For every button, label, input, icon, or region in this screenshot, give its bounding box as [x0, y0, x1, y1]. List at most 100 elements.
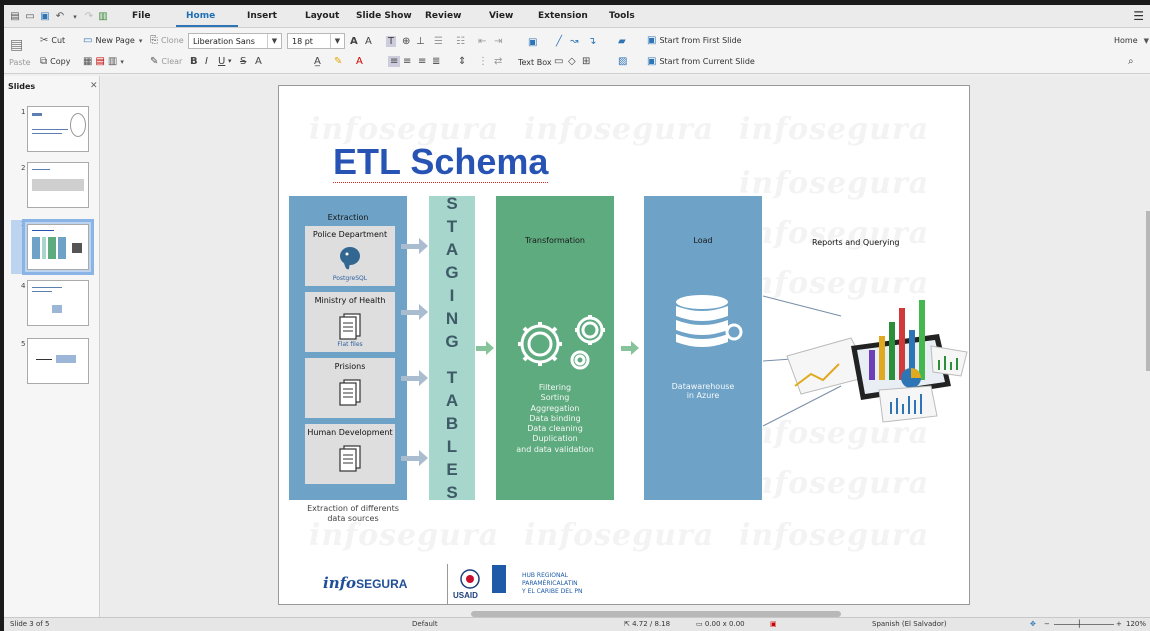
undo-dropdown-icon[interactable]: ▾ [73, 12, 77, 21]
horizontal-scrollbar[interactable] [471, 611, 841, 617]
align-right-icon[interactable]: ≡ [418, 56, 427, 67]
font-size-select[interactable]: 18 pt▼ [287, 33, 345, 49]
menu-layout[interactable]: Layout [305, 11, 340, 21]
clone-button[interactable]: ⎘Clone [150, 35, 184, 46]
arrange-icon[interactable]: ⊞ [582, 56, 591, 67]
find-icon[interactable]: ⌕ [1128, 56, 1134, 67]
slide-thumbnail-3[interactable] [22, 219, 94, 275]
menu-review[interactable]: Review [425, 11, 462, 21]
numbering-icon[interactable]: ☷ [456, 36, 465, 47]
menu-slide-show[interactable]: Slide Show [356, 11, 412, 21]
app-menu-icon[interactable]: ▤ [10, 11, 20, 22]
strikethrough-icon[interactable]: S [240, 56, 247, 67]
zoom-slider[interactable] [1054, 624, 1114, 625]
shrink-font-icon[interactable]: A [365, 36, 372, 47]
source-sub: Flat files [337, 341, 363, 348]
extraction-title: Extraction [327, 213, 369, 222]
slide-thumbnail-2[interactable] [27, 162, 89, 208]
grow-font-icon[interactable]: A [350, 36, 358, 47]
columns-icon[interactable]: ⋮ [478, 56, 488, 67]
hamburger-menu-icon[interactable]: ☰ [1133, 9, 1144, 23]
menu-extension[interactable]: Extension [538, 11, 588, 21]
source-human-development[interactable]: Human Development [305, 424, 395, 484]
extraction-column[interactable]: Extraction Police Department PostgreSQL … [289, 196, 407, 500]
fit-page-icon[interactable]: ✥ [1030, 620, 1036, 628]
load-column[interactable]: Load Datawarehouse in Azure [644, 196, 762, 500]
slide-thumbnail-4[interactable] [27, 280, 89, 326]
vertical-scrollbar[interactable] [1146, 211, 1150, 371]
chevron-down-icon[interactable]: ▾ [228, 57, 232, 65]
line-icon[interactable]: ╱ [556, 36, 563, 47]
zoom-level[interactable]: 120% [1126, 620, 1147, 628]
text-box-large-icon[interactable]: ▣ [528, 37, 538, 48]
start-from-current-slide-button[interactable]: ▣Start from Current Slide [647, 56, 755, 67]
italic-icon[interactable]: I [205, 56, 208, 67]
undo-icon[interactable]: ↶ [55, 11, 65, 22]
highlight-icon[interactable]: ✎ [334, 56, 343, 67]
connector-icon[interactable]: ↴ [588, 36, 597, 47]
paste-button[interactable]: Paste [9, 58, 31, 67]
zoom-out-icon[interactable]: − [1044, 620, 1050, 628]
indent-icon[interactable]: ⇥ [494, 36, 503, 47]
menu-home[interactable]: Home [186, 11, 216, 21]
record-icon[interactable]: ▣ [770, 620, 777, 628]
cut-button[interactable]: ✂Cut [40, 35, 65, 46]
outdent-icon[interactable]: ⇤ [478, 36, 487, 47]
open-folder-icon[interactable]: ▭ [25, 11, 35, 22]
font-color-icon[interactable]: A [356, 56, 363, 67]
clone-label: Clone [161, 36, 184, 45]
transformation-column[interactable]: Transformation [496, 196, 614, 500]
line-spacing-icon[interactable]: ⇕ [458, 56, 467, 67]
text-box-button[interactable]: Text Box [518, 58, 552, 67]
redo-icon[interactable]: ↷ [84, 11, 94, 22]
start-from-first-slide-button[interactable]: ▣Start from First Slide [647, 35, 742, 46]
bold-icon[interactable]: B [190, 56, 198, 67]
justify-icon[interactable]: ≣ [432, 56, 441, 67]
source-label: Prisions [334, 362, 366, 371]
source-police-department[interactable]: Police Department PostgreSQL [305, 226, 395, 286]
curve-icon[interactable]: ↝ [570, 36, 579, 47]
slide-title[interactable]: ETL Schema [333, 141, 549, 183]
text-align-middle-icon[interactable]: ⊕ [402, 36, 411, 47]
customize-icon[interactable]: ▥ [98, 11, 108, 22]
close-icon[interactable]: ✕ [90, 81, 98, 91]
save-icon[interactable]: ▣ [40, 11, 50, 22]
copy-button[interactable]: ⧉Copy [40, 56, 70, 67]
paste-icon[interactable]: ▤ [10, 37, 24, 53]
menu-file[interactable]: File [132, 11, 151, 21]
align-center-icon[interactable]: ≡ [403, 56, 412, 67]
font-effects-icon[interactable]: A̲ [314, 56, 321, 67]
layout-tools[interactable]: ▦▤▥▾ [83, 56, 127, 67]
source-ministry-of-health[interactable]: Ministry of Health Flat files [305, 292, 395, 352]
text-align-bottom-icon[interactable]: ⊥ [416, 36, 425, 47]
staging-tables-column[interactable]: S T A G I N G T A B L E S [429, 194, 475, 502]
text-shadow-icon[interactable]: A [255, 56, 262, 67]
slide-thumbnail-5[interactable] [27, 338, 89, 384]
zoom-in-icon[interactable]: + [1116, 620, 1122, 628]
home-dropdown[interactable]: Home▼ [1114, 36, 1150, 45]
text-align-top-icon[interactable]: T [386, 36, 397, 47]
transformation-step: Sorting [540, 393, 570, 403]
picture-icon[interactable]: ▨ [618, 56, 628, 67]
fill-color-icon[interactable]: ▰ [618, 36, 626, 47]
menu-insert[interactable]: Insert [247, 11, 277, 21]
clear-button[interactable]: ✎Clear [150, 56, 182, 67]
slide-3[interactable]: infosegura infosegura infosegura infoseg… [278, 85, 970, 605]
bullets-icon[interactable]: ☰ [434, 36, 443, 47]
usaid-seal-icon [460, 569, 480, 589]
new-page-button[interactable]: ▭New Page▾ [83, 35, 145, 46]
align-left-icon[interactable]: ≡ [388, 56, 401, 67]
slide-thumbnail-1[interactable] [27, 106, 89, 152]
rectangle-shape-icon[interactable]: ▭ [554, 56, 564, 67]
diamond-shape-icon[interactable]: ◇ [568, 56, 576, 67]
zoom-slider-handle[interactable]: ▏ [1079, 620, 1085, 628]
language[interactable]: Spanish (El Salvador) [872, 620, 947, 628]
menu-view[interactable]: View [489, 11, 514, 21]
watermark-text: infosegura [739, 518, 930, 553]
text-direction-icon[interactable]: ⇄ [494, 56, 503, 67]
menu-tools[interactable]: Tools [609, 11, 635, 21]
underline-icon[interactable]: U [218, 56, 226, 67]
source-prisions[interactable]: Prisions [305, 358, 395, 418]
layout-icon: ▦ [83, 56, 93, 67]
font-name-select[interactable]: Liberation Sans▼ [188, 33, 282, 49]
